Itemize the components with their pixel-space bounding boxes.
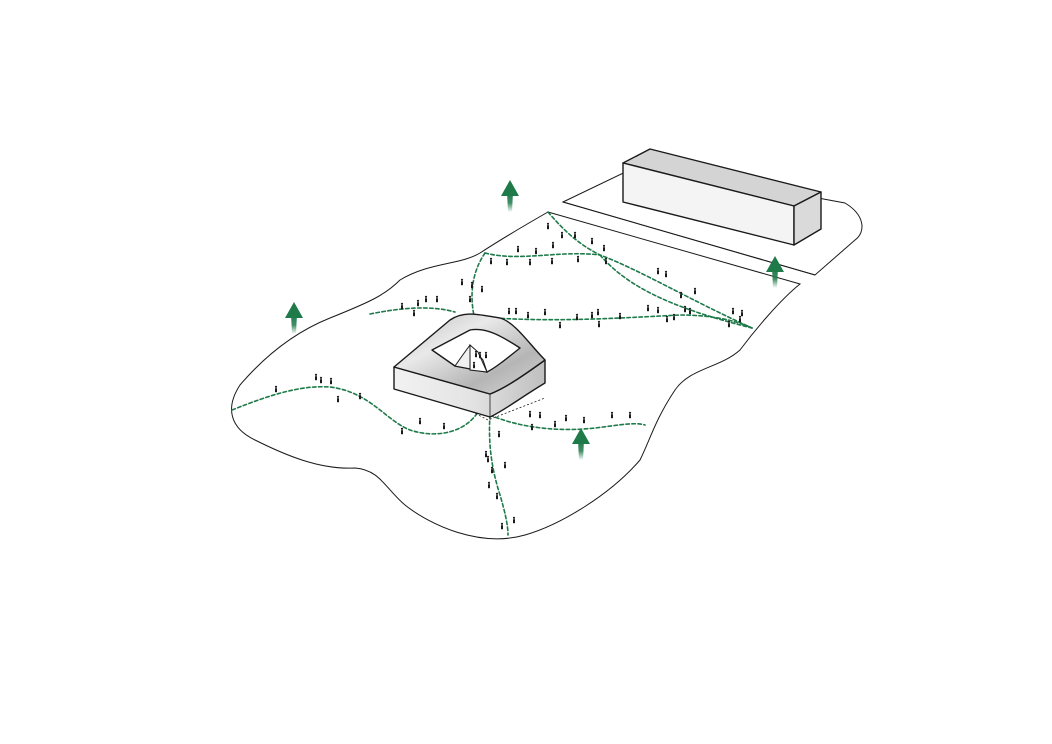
person-figure-icon <box>416 299 420 307</box>
person-figure-icon <box>490 466 494 474</box>
person-figure-icon <box>731 307 735 315</box>
person-figure-icon <box>693 287 697 295</box>
person-figure-icon <box>665 315 669 323</box>
building-side <box>793 191 822 246</box>
person-figure-icon <box>474 350 478 358</box>
person-figure-icon <box>480 285 484 293</box>
person-figure-icon <box>672 313 676 321</box>
green-up-arrow-icon <box>285 302 303 334</box>
person-figure-icon <box>514 307 518 315</box>
person-figure-icon <box>319 376 323 384</box>
person-figure-icon <box>329 377 333 385</box>
person-figure-icon <box>551 241 555 249</box>
person-figure-icon <box>656 306 660 314</box>
person-figure-icon <box>538 411 542 419</box>
path-4 <box>369 307 456 315</box>
person-figure-icon <box>487 481 491 489</box>
person-figure-icon <box>546 222 550 230</box>
person-figure-icon <box>497 430 501 438</box>
pavilion-top <box>393 313 546 395</box>
person-figure-icon <box>740 309 744 317</box>
person-figure-icon <box>564 414 568 422</box>
person-figure-icon <box>412 309 416 317</box>
person-figure-icon <box>500 522 504 530</box>
sculpted-pavilion <box>393 313 546 421</box>
person-figure-icon <box>424 295 428 303</box>
person-figure-icon <box>573 231 577 239</box>
person-figure-icon <box>418 417 422 425</box>
person-figure-icon <box>470 281 474 289</box>
person-figure-icon <box>528 410 532 418</box>
person-figure-icon <box>489 257 493 265</box>
path-2 <box>484 252 601 258</box>
person-figure-icon <box>478 351 482 359</box>
people-layer <box>274 222 744 530</box>
path-6 <box>599 254 753 329</box>
green-up-arrow-icon <box>501 180 519 212</box>
person-figure-icon <box>688 307 692 315</box>
path-8 <box>489 414 646 431</box>
person-figure-icon <box>528 258 532 266</box>
person-figure-icon <box>484 351 488 359</box>
person-figure-icon <box>486 455 490 463</box>
person-figure-icon <box>582 416 586 424</box>
person-figure-icon <box>596 308 600 316</box>
person-figure-icon <box>590 237 594 245</box>
person-figure-icon <box>543 308 547 316</box>
person-figure-icon <box>590 311 594 319</box>
person-figure-icon <box>738 315 742 323</box>
person-figure-icon <box>550 257 554 265</box>
person-figure-icon <box>683 305 687 313</box>
person-figure-icon <box>656 267 660 275</box>
person-figure-icon <box>435 295 439 303</box>
person-figure-icon <box>314 373 318 381</box>
person-figure-icon <box>460 278 464 286</box>
person-figure-icon <box>442 422 446 430</box>
person-figure-icon <box>646 304 650 312</box>
person-figure-icon <box>560 231 564 239</box>
person-figure-icon <box>602 244 606 252</box>
person-figure-icon <box>507 307 511 315</box>
person-figure-icon <box>484 450 488 458</box>
person-figure-icon <box>597 320 601 328</box>
path-9 <box>488 414 509 536</box>
person-figure-icon <box>495 492 499 500</box>
person-figure-icon <box>575 313 579 321</box>
person-figure-icon <box>558 321 562 329</box>
person-figure-icon <box>400 302 404 310</box>
person-figure-icon <box>664 270 668 278</box>
person-figure-icon <box>400 427 404 435</box>
person-figure-icon <box>512 516 516 524</box>
person-figure-icon <box>530 423 534 431</box>
path-7 <box>231 385 481 435</box>
arrows-layer <box>285 180 784 460</box>
person-figure-icon <box>628 411 632 419</box>
person-figure-icon <box>727 320 731 328</box>
person-figure-icon <box>610 411 614 419</box>
person-figure-icon <box>618 312 622 320</box>
person-figure-icon <box>503 461 507 469</box>
long-building <box>622 148 822 246</box>
person-figure-icon <box>468 295 472 303</box>
person-figure-icon <box>274 385 278 393</box>
person-figure-icon <box>336 395 340 403</box>
person-figure-icon <box>505 258 509 266</box>
path-1 <box>547 211 753 329</box>
person-figure-icon <box>576 255 580 263</box>
green-up-arrow-icon <box>572 428 590 460</box>
person-figure-icon <box>604 257 608 265</box>
person-figure-icon <box>526 311 530 319</box>
person-figure-icon <box>472 361 476 369</box>
person-figure-icon <box>553 420 557 428</box>
person-figure-icon <box>516 245 520 253</box>
pedestrian-paths <box>231 211 753 536</box>
green-up-arrow-icon <box>766 256 784 288</box>
person-figure-icon <box>358 392 362 400</box>
person-figure-icon <box>534 247 538 255</box>
path-5 <box>494 314 753 329</box>
person-figure-icon <box>679 291 683 299</box>
